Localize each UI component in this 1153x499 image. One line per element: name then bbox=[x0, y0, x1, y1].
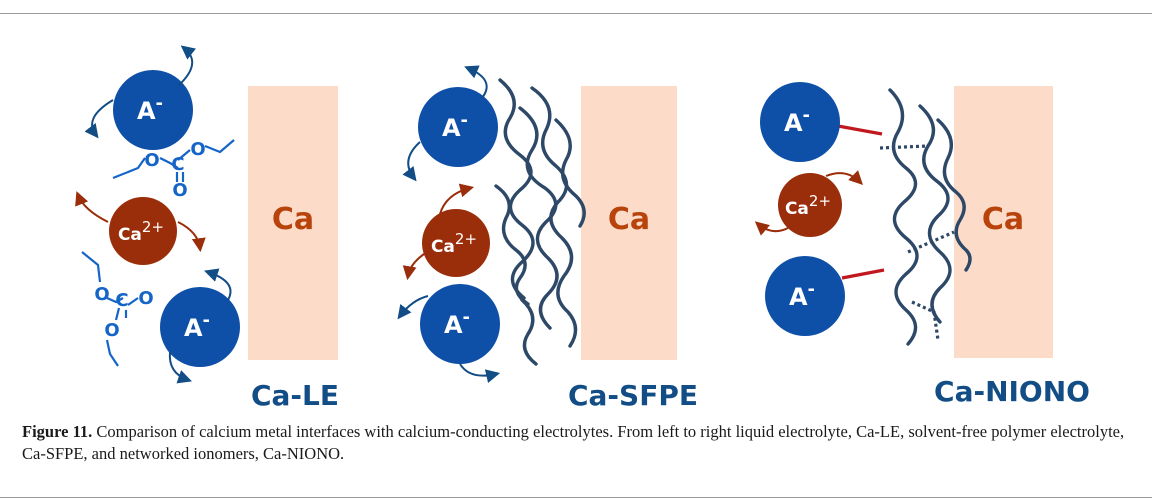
curved-arrow-icon bbox=[177, 221, 206, 253]
oxygen-atom: O bbox=[138, 288, 153, 309]
panel-solvent-free-polymer-electrolyte: Ca A- Ca2+ A- Ca-SFP bbox=[397, 65, 698, 412]
calcium-electrode bbox=[248, 86, 338, 360]
curved-arrow-icon bbox=[204, 268, 232, 301]
anion-circle-icon bbox=[760, 82, 840, 162]
oxygen-atom: O bbox=[94, 284, 109, 305]
curved-arrow-icon bbox=[397, 295, 429, 320]
ionic-bond-line bbox=[837, 124, 885, 280]
figure-frame bbox=[0, 13, 1152, 498]
panel-label: Ca-NIONO bbox=[934, 375, 1090, 408]
figure-caption: Figure 11. Comparison of calcium metal i… bbox=[22, 421, 1132, 465]
calcium-cation: Ca2+ bbox=[422, 209, 490, 277]
electrode-label: Ca bbox=[272, 202, 314, 237]
calcium-cation-circle-icon bbox=[422, 209, 490, 277]
calcium-cation-circle-icon bbox=[109, 197, 177, 265]
anion-symbol: A- bbox=[789, 279, 815, 311]
crosslink-dotted-line bbox=[879, 144, 955, 341]
caption-text: Comparison of calcium metal interfaces w… bbox=[22, 422, 1125, 463]
curved-arrow-icon bbox=[459, 363, 501, 384]
curved-arrow-icon bbox=[177, 45, 197, 87]
curved-arrow-icon bbox=[84, 99, 114, 139]
electrode-label: Ca bbox=[608, 202, 650, 237]
anion-symbol: A- bbox=[137, 93, 163, 125]
anion-ion: A- bbox=[760, 82, 840, 162]
anion-circle-icon bbox=[765, 256, 845, 336]
panel-label: Ca-LE bbox=[251, 379, 339, 412]
electrode-label: Ca bbox=[982, 202, 1024, 237]
curved-arrow-icon bbox=[439, 183, 475, 215]
anion-circle-icon bbox=[418, 87, 498, 167]
anion-ion: A- bbox=[420, 284, 500, 364]
anion-ion: A- bbox=[113, 70, 193, 150]
oxygen-atom: O bbox=[144, 150, 159, 171]
cation-symbol: Ca2+ bbox=[431, 230, 477, 257]
anion-circle-icon bbox=[420, 284, 500, 364]
carbonate-solvent-molecule-icon bbox=[112, 139, 235, 182]
anion-symbol: A- bbox=[784, 105, 810, 137]
anion-ion: A- bbox=[418, 87, 498, 167]
anion-ion: A- bbox=[160, 287, 240, 367]
curved-arrow-icon bbox=[168, 351, 192, 384]
panel-networked-ionomers: Ca A- Ca2+ bbox=[754, 82, 1090, 408]
curved-arrow-icon bbox=[402, 141, 421, 182]
cation-symbol: Ca2+ bbox=[118, 218, 164, 245]
anion-symbol: A- bbox=[444, 307, 470, 339]
calcium-cation: Ca2+ bbox=[109, 197, 177, 265]
anion-symbol: A- bbox=[442, 110, 468, 142]
curved-arrow-icon bbox=[402, 253, 425, 281]
anion-symbol: A- bbox=[184, 310, 210, 342]
curved-arrow-icon bbox=[75, 191, 109, 223]
calcium-electrode bbox=[954, 86, 1053, 358]
figure-illustration: Ca A- O C O O Ca2+ bbox=[75, 45, 1090, 412]
cation-symbol: Ca2+ bbox=[785, 192, 831, 219]
anion-circle-icon bbox=[160, 287, 240, 367]
curved-arrow-icon bbox=[464, 65, 488, 99]
oxygen-atom: O bbox=[104, 320, 119, 341]
figure-number: Figure 11. bbox=[22, 422, 93, 441]
curved-arrow-icon bbox=[754, 221, 789, 236]
carbon-atom: C bbox=[115, 290, 128, 311]
carbonate-solvent-molecule-icon bbox=[81, 251, 139, 367]
panel-liquid-electrolyte: Ca A- O C O O Ca2+ bbox=[75, 45, 339, 412]
anion-circle-icon bbox=[113, 70, 193, 150]
polymer-chain-icon bbox=[494, 78, 586, 366]
oxygen-atom: O bbox=[190, 139, 205, 160]
oxygen-atom: O bbox=[172, 180, 187, 201]
carbon-atom: C bbox=[171, 154, 184, 175]
curved-arrow-icon bbox=[825, 170, 863, 185]
calcium-cation-circle-icon bbox=[778, 173, 842, 237]
panel-label: Ca-SFPE bbox=[568, 379, 698, 412]
calcium-cation: Ca2+ bbox=[778, 173, 842, 237]
calcium-electrode bbox=[581, 86, 677, 360]
anion-ion: A- bbox=[765, 256, 845, 336]
